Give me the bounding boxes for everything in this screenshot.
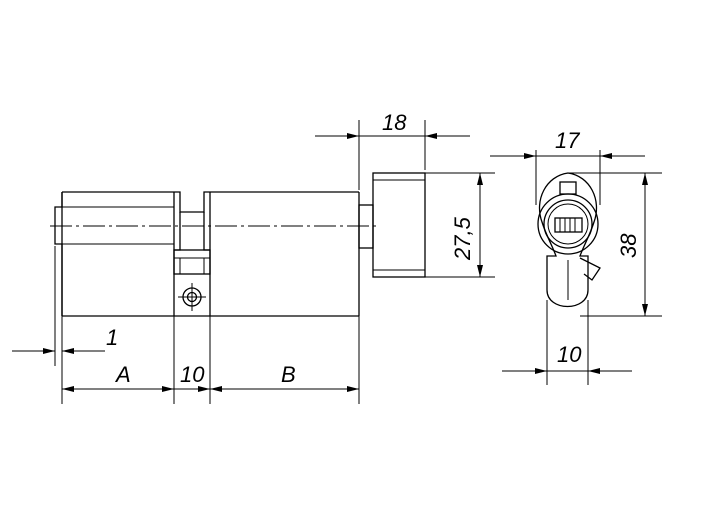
dim-cam-width-label: 10 <box>180 362 205 387</box>
dim-end-height: 38 <box>568 172 662 317</box>
screw-hole <box>178 283 206 311</box>
dim-offset: 1 <box>12 246 118 404</box>
dim-knob-height-label: 27,5 <box>450 216 475 261</box>
dim-end-width: 17 <box>490 128 645 205</box>
dim-length-a-label: A <box>114 362 131 387</box>
thumb-turn-knob <box>358 172 426 278</box>
dim-end-cam-label: 10 <box>557 342 582 367</box>
dim-lengths: A 10 B <box>62 316 360 404</box>
dim-knob-width: 18 <box>315 110 470 190</box>
side-view: 18 27,5 1 <box>12 110 495 404</box>
end-view: 17 38 10 <box>490 128 662 385</box>
dim-length-b-label: B <box>281 362 296 387</box>
cam-slot <box>173 191 211 275</box>
end-profile <box>537 172 601 308</box>
dim-end-height-label: 38 <box>616 233 641 258</box>
dim-end-cam: 10 <box>502 300 632 385</box>
cylinder-body <box>54 191 360 317</box>
dim-offset-label: 1 <box>106 325 118 350</box>
dim-knob-height: 27,5 <box>425 172 495 278</box>
dim-knob-width-label: 18 <box>382 110 407 135</box>
dim-end-width-label: 17 <box>555 128 580 153</box>
